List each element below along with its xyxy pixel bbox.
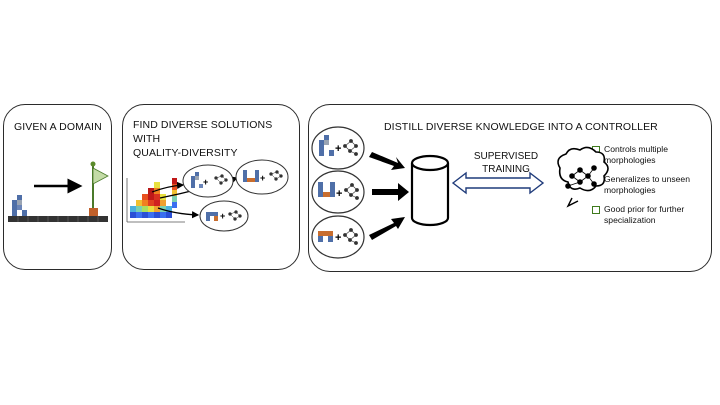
svg-text:+: +: [220, 211, 225, 221]
robot-icon: [206, 212, 218, 221]
solution-bubble: [235, 159, 289, 195]
svg-text:+: +: [260, 173, 265, 183]
neural-network-icon: [343, 139, 359, 245]
neural-network-icon: [214, 170, 283, 221]
double-arrow-icon: [451, 171, 545, 195]
robot-icon: [319, 135, 334, 156]
bullet-item: Good prior for further specialization: [592, 204, 702, 226]
svg-text:+: +: [336, 188, 342, 200]
ground-icon: [8, 216, 108, 222]
distill-arrows: [369, 152, 409, 240]
brain-icon: [557, 146, 609, 208]
robot-icon: [318, 182, 335, 197]
robot-icon: [318, 231, 333, 242]
solution-bubble: [199, 200, 249, 232]
panel-title-quality-diversity: FIND DIVERSE SOLUTIONS WITH QUALITY-DIVE…: [133, 119, 273, 159]
bullet-square-icon: [592, 206, 600, 214]
svg-text:+: +: [335, 232, 341, 244]
database-icon: [410, 154, 450, 227]
robot-icon: [243, 170, 259, 182]
input-bubble: [311, 215, 365, 259]
svg-text:+: +: [335, 143, 341, 155]
svg-text:+: +: [203, 177, 208, 187]
panel-title-distill: DISTILL DIVERSE KNOWLEDGE INTO A CONTROL…: [384, 121, 658, 133]
robot-icon: [191, 172, 203, 188]
supervised-training-label: SUPERVISED TRAINING: [473, 151, 539, 175]
flag-icon: [89, 161, 109, 216]
panel-title-given-domain: GIVEN A DOMAIN: [14, 121, 102, 133]
qd-archive-heatmap: [126, 178, 185, 223]
plus-icon: + + +: [203, 173, 265, 221]
input-bubble: [311, 170, 365, 214]
robot-icon: [12, 195, 27, 216]
plus-icon: + + +: [335, 143, 342, 244]
